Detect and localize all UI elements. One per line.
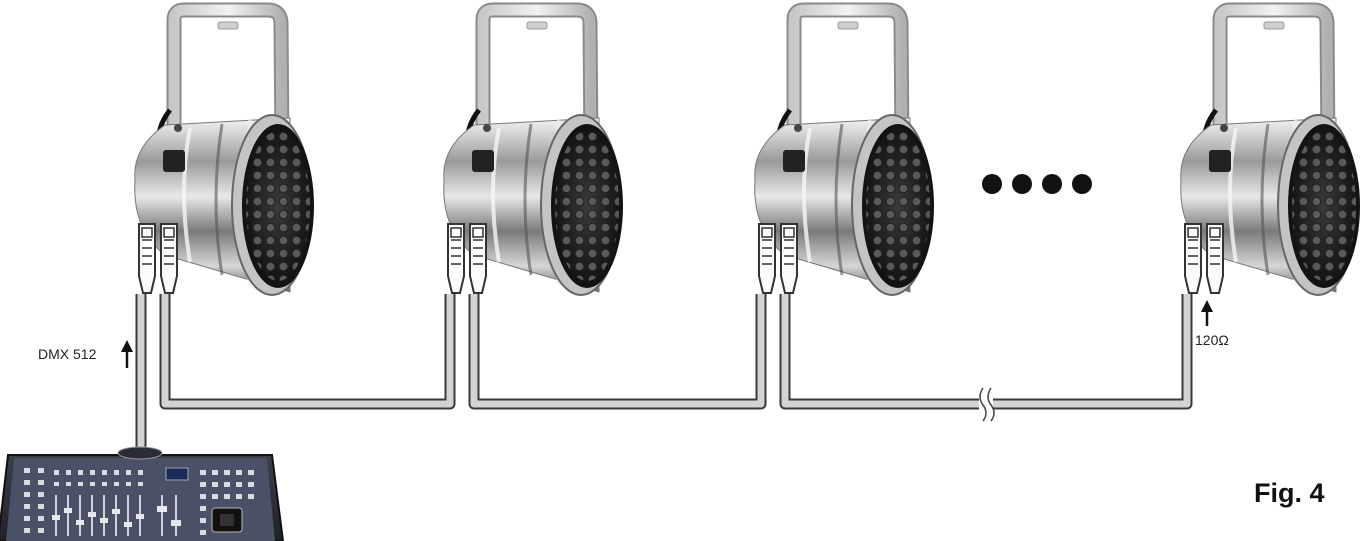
- dmx-cables: [141, 294, 1187, 450]
- figure-caption: Fig. 4: [1254, 478, 1325, 509]
- dmx-controller: [0, 447, 283, 541]
- par-fixture-last: [1181, 10, 1360, 295]
- dmx-512-label: DMX 512: [38, 346, 96, 362]
- par-fixture-3: [755, 10, 934, 295]
- par-fixture-1: [135, 10, 314, 295]
- termination-resistor-label: 120Ω: [1195, 332, 1229, 348]
- termination-arrow-icon: [1201, 300, 1213, 326]
- cable-break-mark: [979, 388, 994, 421]
- par-fixture-2: [444, 10, 623, 295]
- ellipsis-dots: [982, 174, 1092, 194]
- dmx-direction-arrow-icon: [121, 340, 133, 368]
